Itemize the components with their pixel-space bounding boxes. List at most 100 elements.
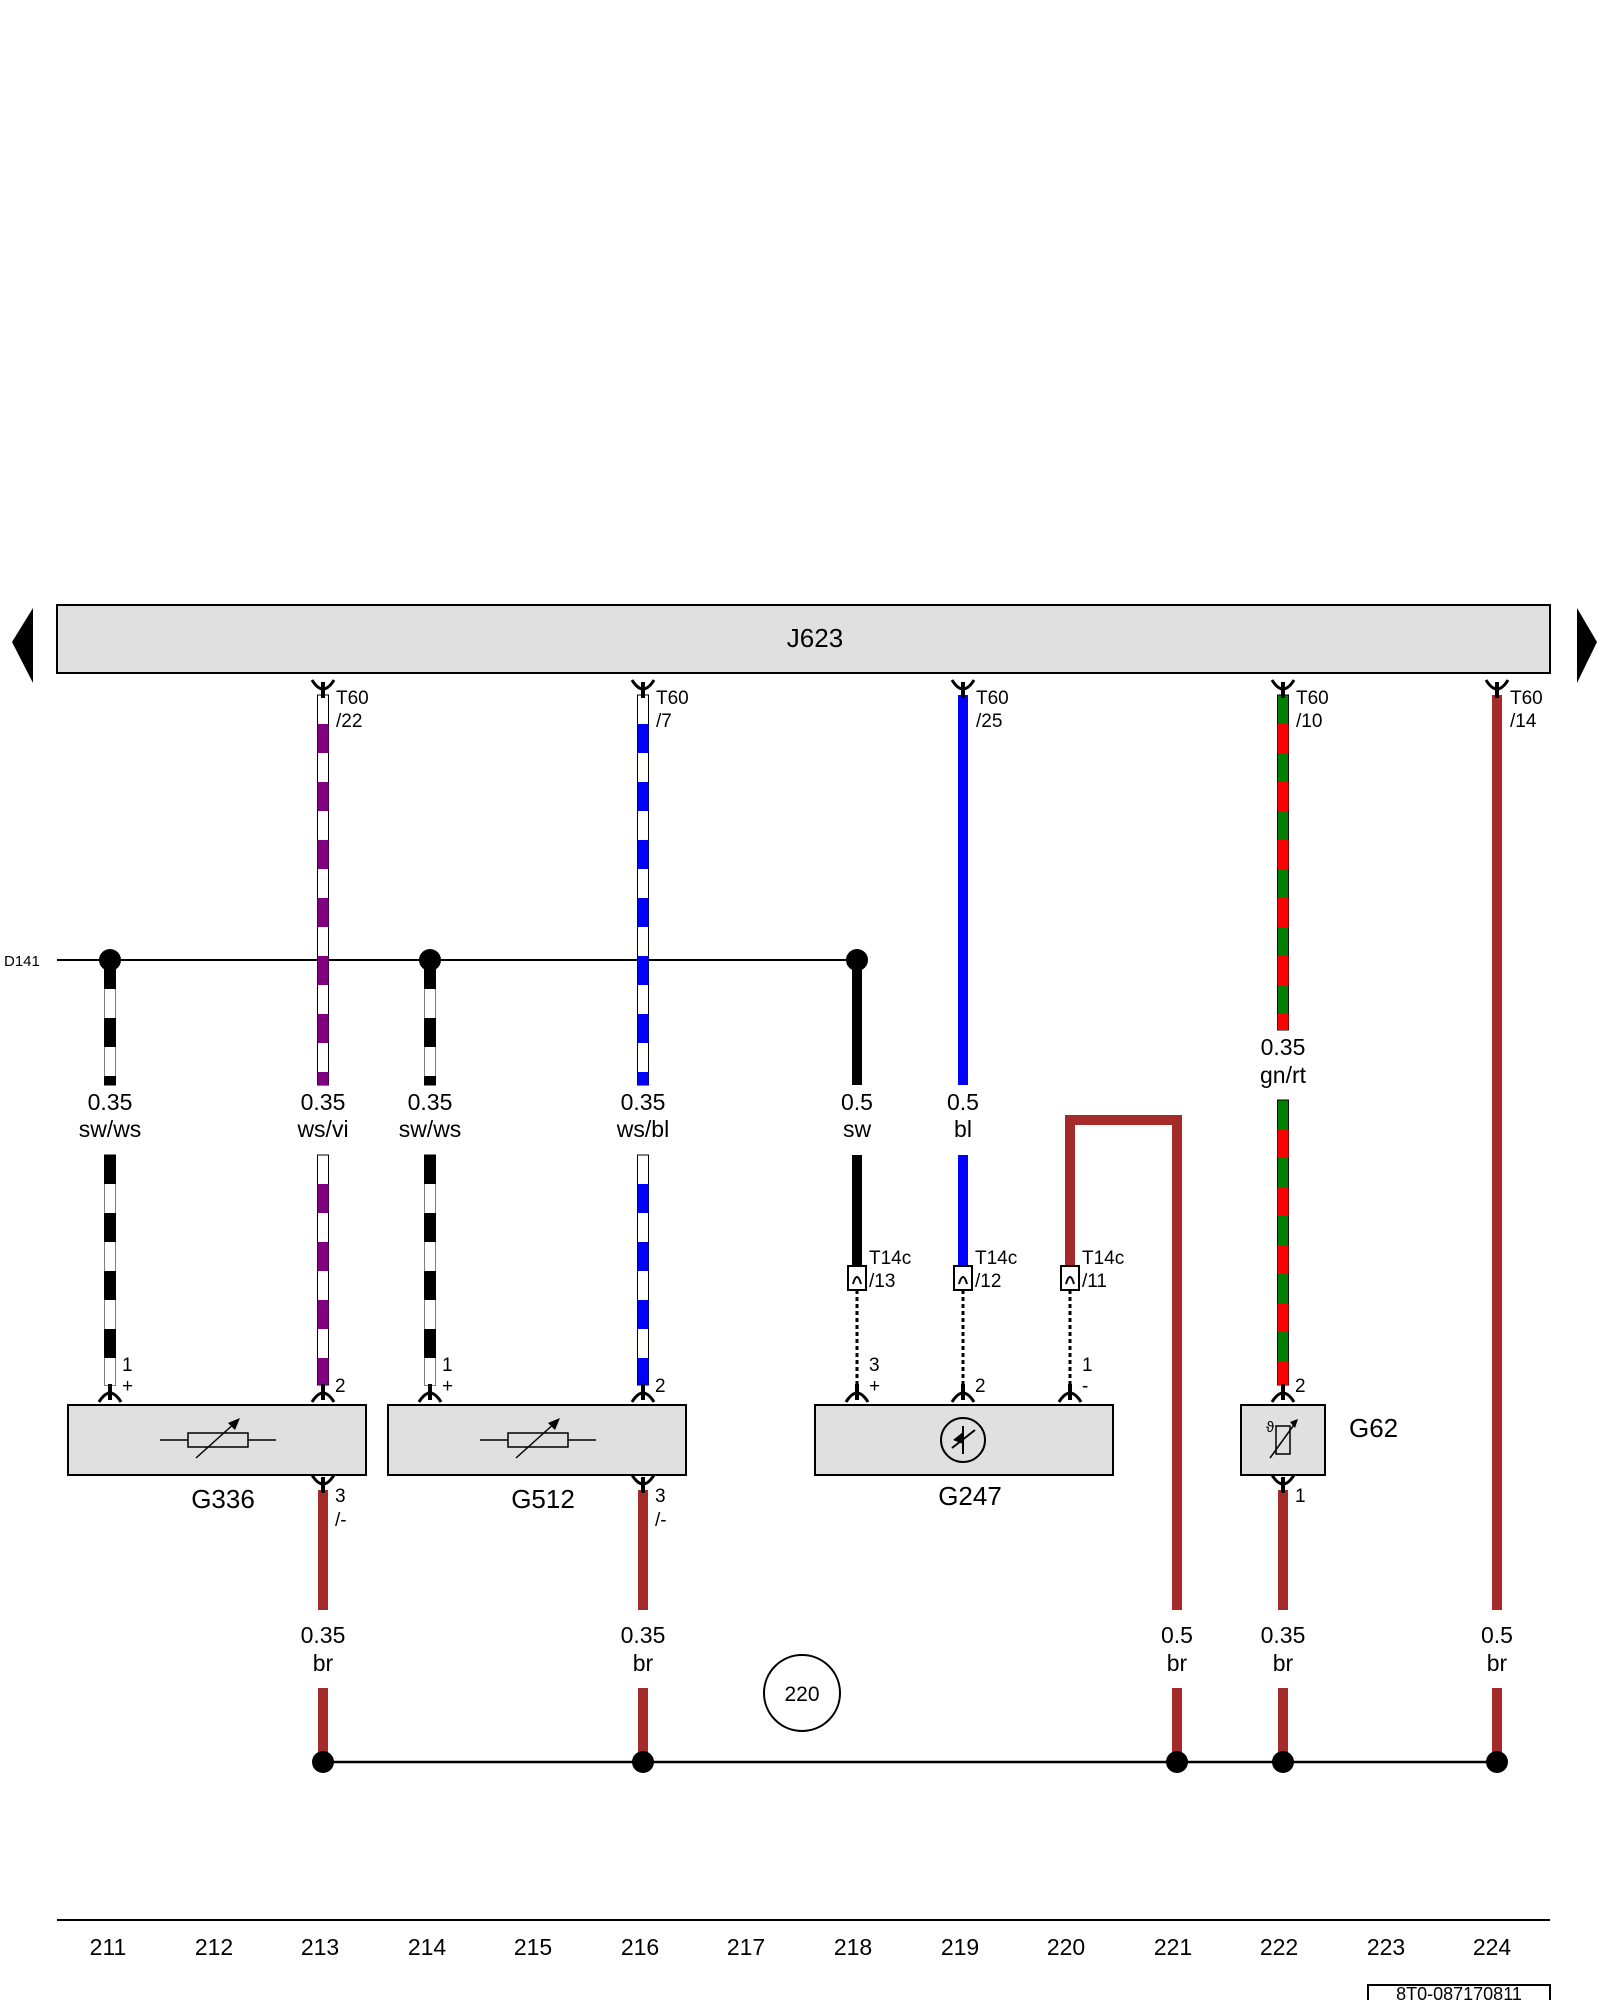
pressure-sensor-icon (951, 1429, 976, 1449)
wire-stripe (1277, 1245, 1289, 1274)
component-pin-number: 3 (869, 1355, 880, 1376)
wire-stripe (317, 840, 329, 869)
reference-circle (763, 1654, 841, 1732)
wire-size-label: 0.35 (88, 1089, 133, 1115)
connector-icon (958, 1276, 968, 1285)
wire-stripe (424, 1184, 436, 1213)
component-pin-number: 2 (975, 1376, 986, 1397)
wire-stripe (1277, 840, 1289, 869)
column-number: 220 (1047, 1934, 1085, 1960)
component-pin-sign: /- (335, 1510, 347, 1531)
prev-page-arrow-icon[interactable] (12, 608, 33, 683)
wire-stripe (104, 1300, 116, 1329)
junction-dot (1166, 1751, 1188, 1773)
doc-number-box (1367, 1984, 1551, 2000)
wire-stripe (104, 1242, 116, 1271)
junction-dot (846, 949, 868, 971)
wire-stripe (104, 989, 116, 1018)
next-page-arrow-icon[interactable] (1577, 608, 1597, 683)
wire-stripe (637, 1358, 649, 1385)
column-number: 224 (1473, 1934, 1512, 1960)
wire-stripe (317, 898, 329, 927)
column-number: 223 (1367, 1934, 1405, 1960)
wire-segment (1065, 1115, 1182, 1610)
component-pin-sign: /- (655, 1510, 667, 1531)
thermistor-icon (1269, 1421, 1297, 1459)
wire-stripe (317, 782, 329, 811)
wire-color-label: br (1273, 1650, 1294, 1676)
t60-pin-label: /10 (1296, 711, 1322, 732)
wire-stripe (1277, 1303, 1289, 1332)
pressure-sensor-icon (953, 1432, 963, 1444)
column-number: 219 (941, 1934, 979, 1960)
connector-icon (852, 1276, 862, 1285)
junction-dot (99, 949, 121, 971)
wire-size-label: 0.35 (301, 1089, 346, 1115)
t60-connector-label: T60 (1296, 688, 1329, 709)
column-number: 212 (195, 1934, 233, 1960)
wire-stripe (637, 840, 649, 869)
wire-stripe (317, 1358, 329, 1385)
junction-dot (632, 1751, 654, 1773)
potentiometer-icon (515, 1421, 557, 1459)
wire-stripe (637, 1014, 649, 1043)
t60-pin-label: /14 (1510, 711, 1537, 732)
thermistor-icon: ϑ (1266, 1419, 1275, 1436)
wire-size-label: 0.5 (1481, 1622, 1513, 1648)
component-pin-sign: + (122, 1376, 133, 1397)
wire-stripe (317, 1184, 329, 1213)
wire-size-label: 0.5 (1161, 1622, 1193, 1648)
reference-circle-label: 220 (784, 1683, 819, 1706)
wire-color-label: ws/vi (296, 1116, 348, 1142)
wire-stripe (1277, 1014, 1289, 1030)
t14c-pin-label: /13 (869, 1271, 895, 1292)
potentiometer-icon (187, 1432, 249, 1448)
wire-stripe (1277, 956, 1289, 985)
component-pin-number: 1 (442, 1355, 453, 1376)
wire-stripe (424, 1047, 436, 1076)
wire-color-label: br (1487, 1650, 1508, 1676)
wire-size-label: 0.35 (1261, 1622, 1306, 1648)
junction-dot (1272, 1751, 1294, 1773)
t14c-connector-label: T14c (1082, 1248, 1124, 1269)
component-pin-sign: - (1082, 1376, 1088, 1397)
t14c-connector-label: T14c (869, 1248, 911, 1269)
wire-stripe (424, 1300, 436, 1329)
column-number: 218 (834, 1934, 872, 1960)
wire-stripe (637, 1184, 649, 1213)
component-pin-number: 1 (1082, 1355, 1093, 1376)
potentiometer-icon (507, 1432, 569, 1448)
wire-stripe (317, 956, 329, 985)
wire-color-label: ws/bl (616, 1116, 669, 1142)
column-number: 222 (1260, 1934, 1298, 1960)
column-number: 217 (727, 1934, 765, 1960)
wire-size-label: 0.35 (621, 1622, 666, 1648)
component-pin-number: 2 (655, 1376, 666, 1397)
wire-stripe (637, 956, 649, 985)
wire-stripe (104, 1358, 116, 1385)
wire-color-label: sw/ws (79, 1116, 142, 1142)
wire-stripe (317, 1242, 329, 1271)
t14c-connector-label: T14c (975, 1248, 1017, 1269)
wire-color-label: bl (954, 1116, 972, 1142)
wire-size-label: 0.35 (621, 1089, 666, 1115)
column-number: 221 (1154, 1934, 1192, 1960)
wire-color-label: br (1167, 1650, 1188, 1676)
junction-dot (1486, 1751, 1508, 1773)
component-label: G247 (938, 1481, 1002, 1511)
column-number: 214 (408, 1934, 447, 1960)
wire-stripe (1277, 782, 1289, 811)
wire-stripe (424, 1242, 436, 1271)
wire-stripe (317, 1300, 329, 1329)
component-pin-number: 1 (122, 1355, 133, 1376)
wire-stripe (104, 1184, 116, 1213)
t60-connector-label: T60 (656, 688, 689, 709)
component-pin-sign: + (442, 1376, 453, 1397)
wire-stripe (637, 1242, 649, 1271)
component-pin-number: 2 (1295, 1376, 1306, 1397)
t60-pin-label: /7 (656, 711, 672, 732)
wire-stripe (1277, 1187, 1289, 1216)
component-pin-number: 1 (1295, 1486, 1306, 1507)
component-pin-number: 3 (335, 1486, 346, 1507)
